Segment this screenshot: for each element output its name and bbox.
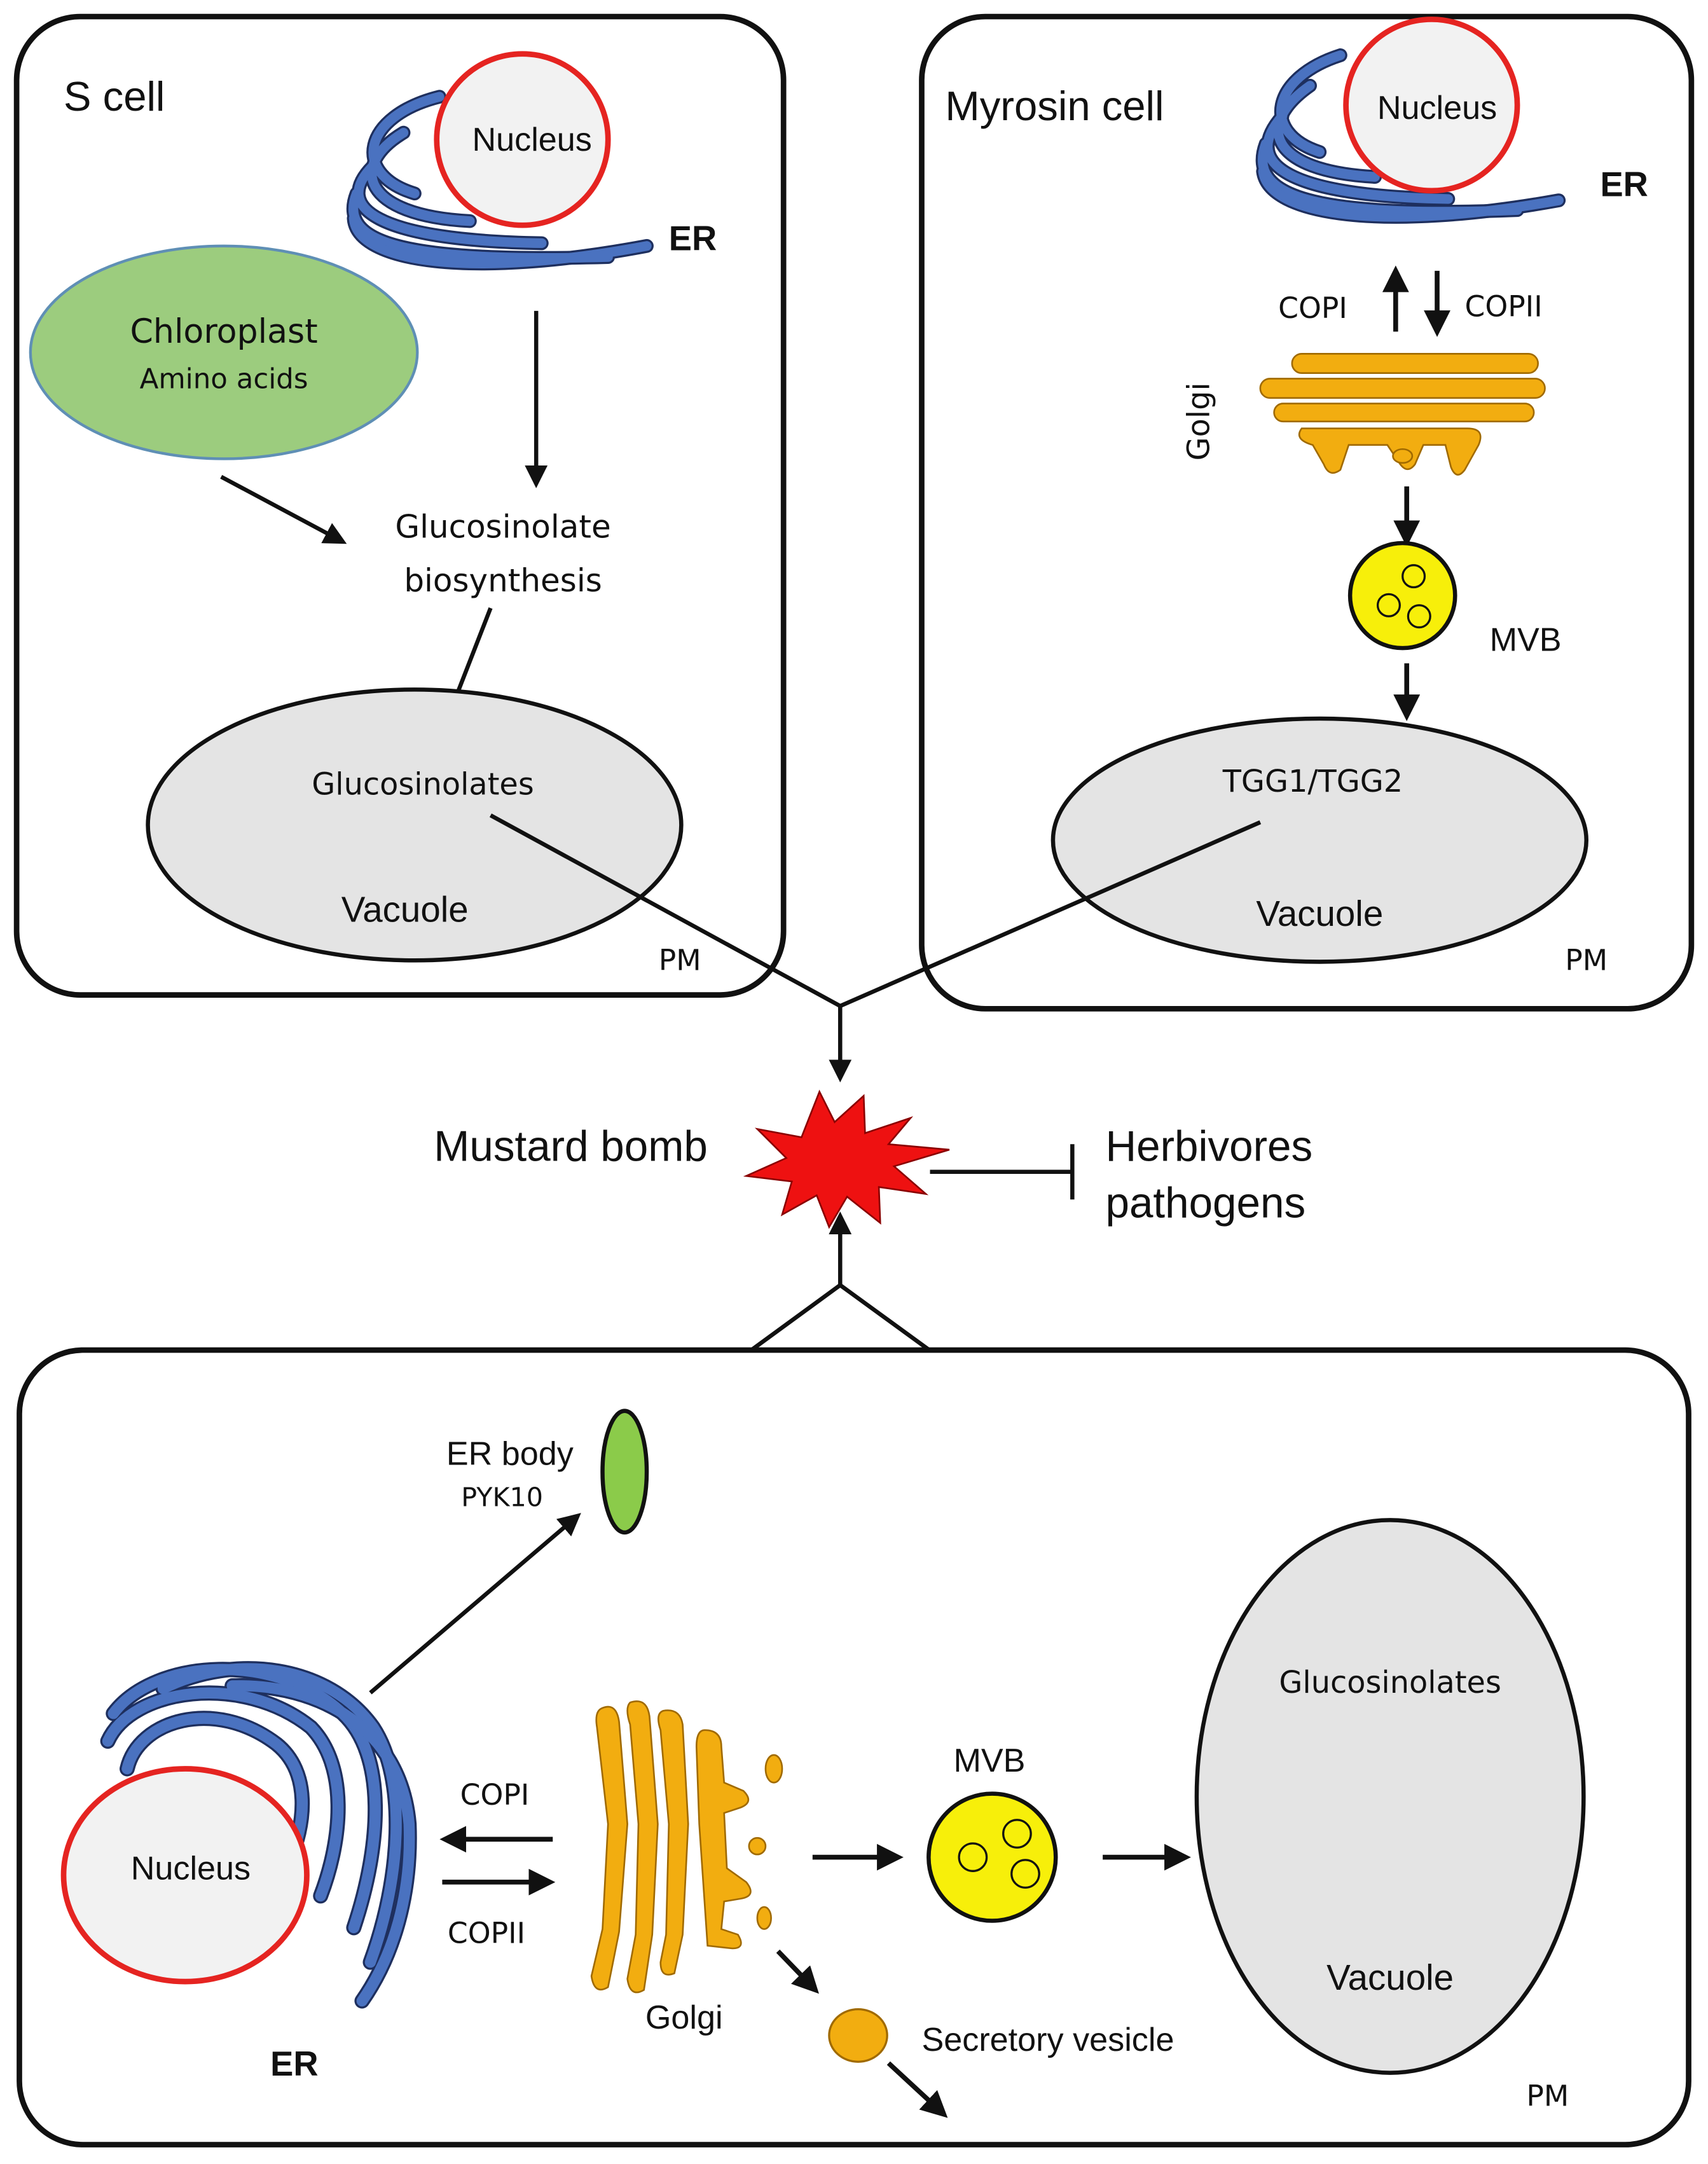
bottom-cell-copi-label: COPI — [460, 1778, 530, 1812]
bottom-cell-er — [100, 1661, 417, 2009]
er-to-er-body-arrow — [369, 1513, 581, 1695]
myrosin-cell-golgi — [1259, 352, 1546, 476]
myrosin-cell-nucleus — [1343, 17, 1520, 194]
s-cell-chloroplast — [29, 244, 419, 460]
myrosin-cell-vacuole-label: Vacuole — [1256, 893, 1383, 934]
secretory-vesicle-label: Secretory vesicle — [921, 2022, 1174, 2058]
myrosin-cell-copii-label: COPII — [1464, 290, 1542, 324]
s-cell-title: S cell — [64, 73, 165, 120]
bottom-cell-golgi — [590, 1700, 783, 1994]
myrosin-cell-vacuole — [1050, 716, 1588, 964]
herbivores-label: Herbivores — [1105, 1122, 1312, 1170]
myrosin-cell-pm-label: PM — [1565, 943, 1608, 977]
bottom-cell-nucleus — [60, 1766, 310, 1985]
er-body-label: ER body — [446, 1435, 574, 1472]
s-cell-biosynthesis-label-1: Glucosinolate — [395, 508, 610, 545]
s-cell-glucosinolates-label: Glucosinolates — [312, 768, 534, 803]
myrosin-cell-mvb — [1347, 541, 1457, 651]
myrosin-cell-mvb-label: MVB — [1490, 622, 1562, 659]
s-cell-er — [346, 90, 654, 271]
s-cell-amino-acids-label: Amino acids — [140, 364, 308, 396]
bottom-cell-glucosinolates-label: Glucosinolates — [1279, 1665, 1501, 1700]
myrosin-cell-tgg-label: TGG1/TGG2 — [1222, 764, 1403, 799]
s-cell-vacuole-label: Vacuole — [341, 889, 469, 929]
s-cell-biosynthesis-label-2: biosynthesis — [404, 562, 602, 599]
mustard-bomb-label: Mustard bomb — [434, 1122, 708, 1170]
mustard-bomb-center: Mustard bomb Herbivores pathogens — [434, 1089, 1312, 1229]
secretory-vesicle-icon — [828, 2008, 888, 2063]
s-cell-chloroplast-label: Chloroplast — [130, 313, 317, 351]
bottom-cell-vacuole-label: Vacuole — [1326, 1957, 1454, 1997]
s-cell-pm-label: PM — [659, 943, 701, 977]
myrosin-cell-er-label: ER — [1600, 165, 1648, 204]
bottom-cell-er-label: ER — [270, 2044, 318, 2083]
bottom-cell-nucleus-label: Nucleus — [131, 1850, 251, 1887]
myrosin-cell-nucleus-label: Nucleus — [1377, 90, 1497, 127]
bottom-cell-copii-label: COPII — [448, 1916, 525, 1950]
myrosin-cell-golgi-label: Golgi — [1181, 382, 1216, 460]
mustard-bomb-icon — [743, 1089, 950, 1229]
s-cell-nucleus-label: Nucleus — [472, 121, 591, 158]
bottom-cell-mvb — [926, 1791, 1058, 1923]
s-cell: S cell Nucleus ER Chloroplast Amino aci — [13, 13, 787, 998]
s-cell-vacuole — [146, 687, 684, 963]
bottom-cell-mvb-label: MVB — [953, 1742, 1025, 1779]
bottom-cell: ER body PYK10 Glucosinolates Vacuole — [17, 1347, 1691, 2147]
s-cell-er-label: ER — [669, 219, 717, 258]
golgi-to-secretory-vesicle-arrow — [776, 1949, 819, 1994]
er-body-icon — [600, 1409, 649, 1535]
myrosin-cell-title: Myrosin cell — [945, 83, 1164, 129]
myrosin-cell-copi-label: COPI — [1278, 291, 1347, 325]
s-cell-nucleus — [434, 51, 611, 228]
bottom-cell-pm-label: PM — [1526, 2079, 1569, 2113]
convergence-lines-top — [489, 813, 1262, 1083]
s-cell-chloroplast-to-biosynthesis-arrow — [220, 474, 347, 544]
pyk10-label: PYK10 — [461, 1482, 543, 1513]
myrosin-cell-er — [1255, 48, 1566, 224]
myrosin-cell: Myrosin cell Nucleus ER COPI COPII — [919, 13, 1695, 1012]
bottom-cell-vacuole — [1194, 1518, 1586, 2075]
pathogens-label: pathogens — [1105, 1179, 1305, 1227]
bottom-cell-golgi-label: Golgi — [645, 1999, 723, 2036]
secretory-vesicle-exit-arrow — [886, 2061, 948, 2118]
